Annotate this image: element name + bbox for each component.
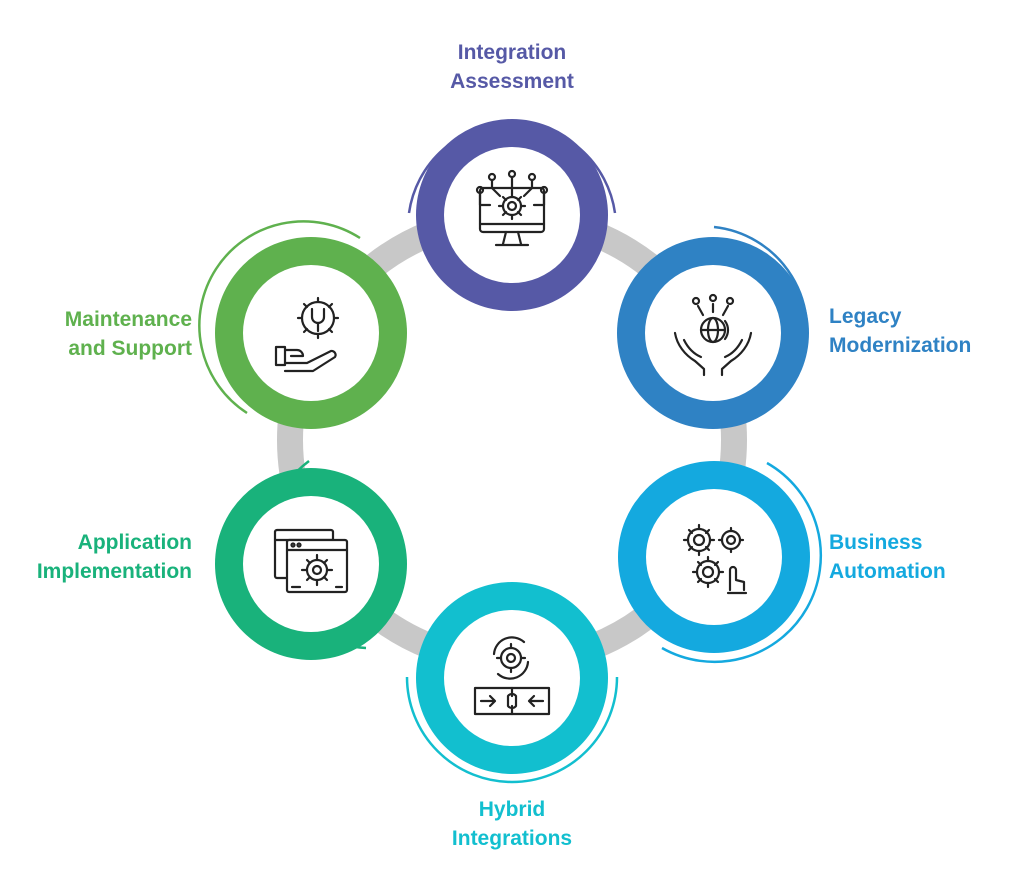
label-application-implementation: Application Implementation: [0, 528, 192, 586]
label-line: Maintenance: [64, 308, 192, 331]
puzzle-gear-arrows-icon: [473, 636, 551, 716]
label-line: Integration: [457, 41, 567, 64]
label-hybrid-integrations: Hybrid Integrations: [412, 795, 612, 853]
label-legacy-modernization: Legacy Modernization: [829, 302, 1019, 360]
node-hybrid-integrations: [405, 582, 619, 784]
node-inner: [645, 265, 781, 401]
node-legacy-modernization: [617, 225, 809, 429]
outer-arc: [405, 676, 619, 784]
hands-globe-gear-icon: [673, 293, 753, 377]
monitor-gear-circuit-icon: [475, 169, 549, 247]
node-inner: [646, 489, 782, 625]
node-application-implementation: [215, 460, 407, 660]
label-line: Integrations: [451, 827, 573, 850]
label-maintenance-and-support: Maintenance and Support: [0, 305, 192, 363]
label-business-automation: Business Automation: [829, 528, 1019, 586]
windows-gear-icon: [273, 528, 349, 594]
label-integration-assessment: Integration Assessment: [412, 38, 612, 96]
label-line: Hybrid: [478, 798, 546, 821]
label-line: Legacy: [829, 305, 902, 328]
label-line: Business: [829, 531, 923, 554]
label-line: Implementation: [36, 560, 192, 583]
label-line: Assessment: [450, 70, 574, 93]
node-integration-assessment: [407, 119, 617, 311]
outer-arc: [661, 461, 823, 664]
gears-hand-icon: [682, 523, 748, 595]
label-line: and Support: [68, 337, 192, 360]
hand-gear-wrench-icon: [274, 296, 340, 373]
node-business-automation: [618, 461, 823, 664]
node-maintenance-and-support: [198, 220, 407, 429]
outer-arc: [198, 220, 361, 415]
label-line: Modernization: [829, 334, 972, 357]
label-line: Automation: [829, 560, 946, 583]
label-line: Application: [77, 531, 192, 554]
